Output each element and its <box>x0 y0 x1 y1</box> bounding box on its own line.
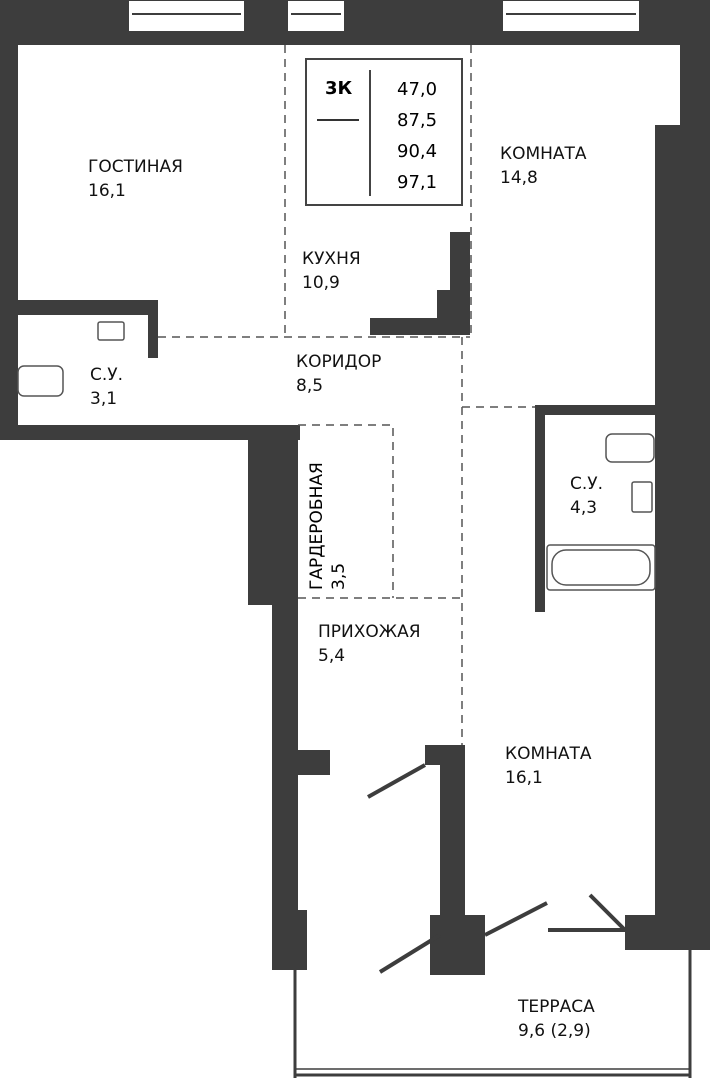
room-name: ПРИХОЖАЯ <box>318 622 421 642</box>
area-values: 47,0 87,5 90,4 97,1 <box>397 74 437 198</box>
room-area: 8,5 <box>296 376 324 396</box>
windows <box>127 0 641 33</box>
room-dividers <box>158 45 535 745</box>
divider <box>317 119 359 121</box>
room-bathroom-2: С.У. 4,3 <box>570 472 603 520</box>
fixtures <box>17 321 656 591</box>
room-name: С.У. <box>570 474 604 494</box>
sink-icon <box>631 481 653 513</box>
room-terrace: ТЕРРАСА 9,6 (2,9) <box>518 995 595 1043</box>
toilet-icon <box>605 433 655 463</box>
area-value: 90,4 <box>397 141 438 162</box>
toilet-icon <box>17 365 64 397</box>
room-name: КОРИДОР <box>296 352 382 372</box>
room-area: 3,1 <box>90 389 118 409</box>
doors <box>367 763 627 974</box>
room-area: 10,9 <box>302 273 340 293</box>
room-corridor: КОРИДОР 8,5 <box>296 350 381 398</box>
room-area: 9,6 (2,9) <box>518 1021 591 1041</box>
room-hall: ПРИХОЖАЯ 5,4 <box>318 620 421 668</box>
room-area: 14,8 <box>500 168 538 188</box>
walls <box>0 0 710 975</box>
room-name: ТЕРРАСА <box>518 997 595 1017</box>
room-bedroom-2: КОМНАТА 16,1 <box>505 742 592 790</box>
room-name: ГОСТИНАЯ <box>88 157 183 177</box>
room-area: 4,3 <box>570 498 598 518</box>
room-name: КУХНЯ <box>302 249 361 269</box>
room-kitchen: КУХНЯ 10,9 <box>302 247 361 295</box>
room-name: КОМНАТА <box>505 744 592 764</box>
room-bedroom-1: КОМНАТА 14,8 <box>500 142 587 190</box>
area-value: 97,1 <box>397 172 438 193</box>
room-area: 16,1 <box>88 181 126 201</box>
divider <box>369 70 371 196</box>
area-value: 87,5 <box>397 110 438 131</box>
sink-icon <box>97 321 125 341</box>
terrace-railing <box>293 950 692 1078</box>
room-living: ГОСТИНАЯ 16,1 <box>88 155 183 203</box>
room-area: 16,1 <box>505 768 543 788</box>
room-wardrobe: ГАРДЕРОБНАЯ 3,5 <box>306 462 350 590</box>
area-value: 47,0 <box>397 79 438 100</box>
room-bathroom-1: С.У. 3,1 <box>90 363 123 411</box>
apartment-type: 3К <box>325 78 353 99</box>
apartment-summary: 3К 47,0 87,5 90,4 97,1 <box>305 58 463 206</box>
room-area: 3,5 <box>329 562 349 590</box>
room-area: 5,4 <box>318 646 346 666</box>
room-name: ГАРДЕРОБНАЯ <box>307 462 327 590</box>
room-name: КОМНАТА <box>500 144 587 164</box>
room-name: С.У. <box>90 365 124 385</box>
